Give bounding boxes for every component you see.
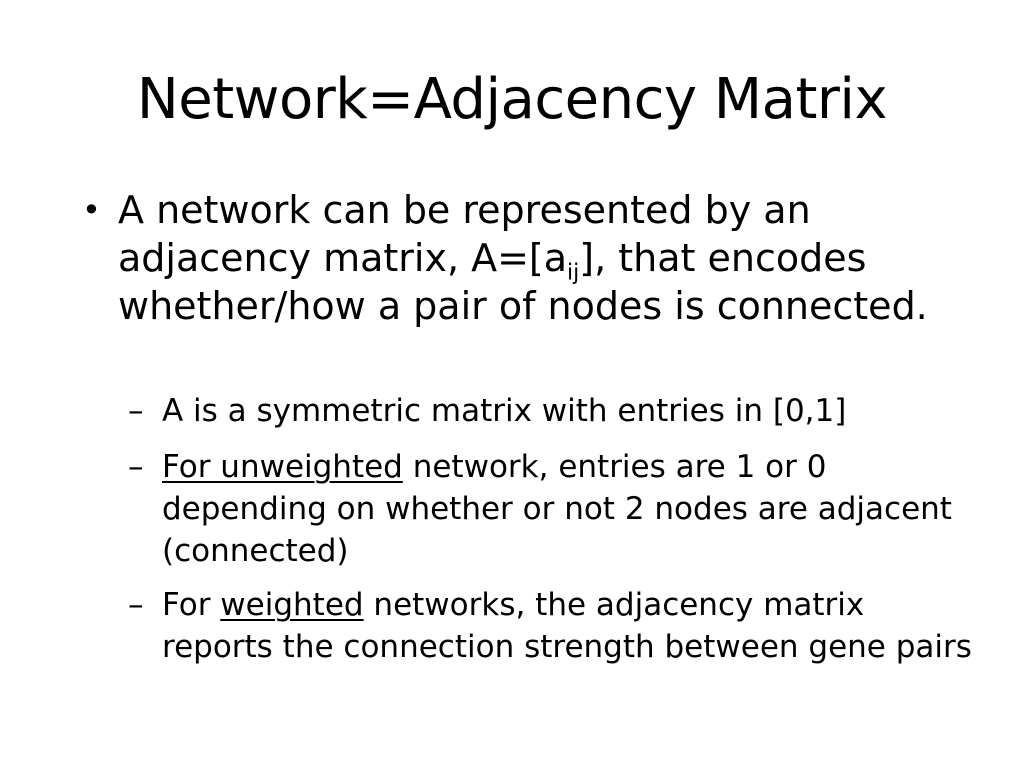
- sub-bullet-text: A is a symmetric matrix with entries in …: [162, 393, 847, 429]
- sub-bullet-unweighted: – For unweighted network, entries are 1 …: [128, 446, 972, 572]
- bullet-dot-icon: •: [82, 191, 101, 229]
- bullet-main-text-end: ], that encodes whether/how a pair of no…: [118, 236, 928, 328]
- underlined-term: For unweighted: [162, 449, 403, 485]
- bullet-main: • A network can be represented by an adj…: [82, 186, 948, 330]
- slide-title: Network=Adjacency Matrix: [136, 67, 888, 132]
- sub-bullet-text: network, entries are 1 or 0 depending on…: [162, 449, 952, 569]
- bullet-main-text-start: A network can be represented by an adjac…: [118, 188, 811, 280]
- sub-bullet-prefix: For: [162, 587, 221, 623]
- sub-bullet-text: networks, the adjacency matrix reports t…: [162, 587, 972, 665]
- underlined-term: weighted: [220, 587, 364, 623]
- sub-bullet-weighted: – For weighted networks, the adjacency m…: [128, 584, 972, 668]
- matrix-subscript: ij: [567, 260, 580, 286]
- dash-icon: –: [128, 393, 144, 429]
- dash-icon: –: [128, 587, 144, 623]
- dash-icon: –: [128, 449, 144, 485]
- sub-bullet-symmetric: – A is a symmetric matrix with entries i…: [128, 390, 972, 432]
